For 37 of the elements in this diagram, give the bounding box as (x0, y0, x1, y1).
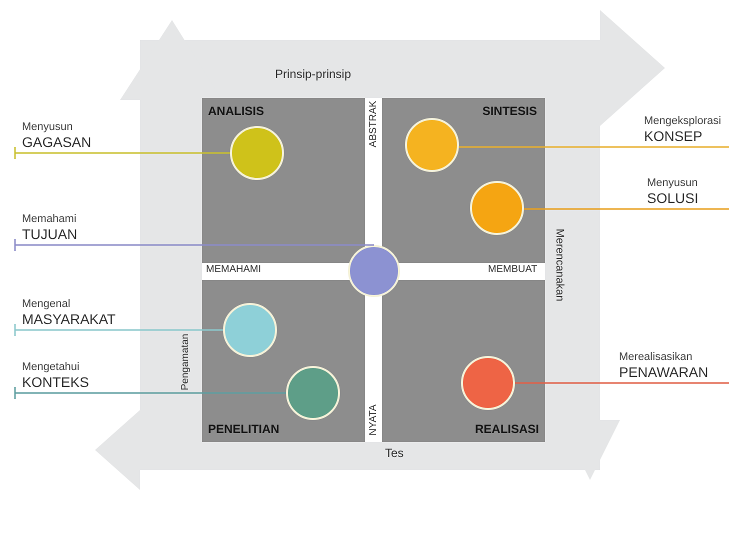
axis-label: Pengamatan (181, 334, 191, 390)
quadrant-title: SINTESIS (482, 103, 537, 120)
step-verb: Mengeksplorasi (644, 114, 722, 129)
step-title: GAGASAN (22, 135, 92, 150)
step-title: KONSEP (644, 129, 704, 144)
quadrant-panel (202, 280, 365, 442)
axis-label: Tes (385, 447, 404, 459)
quadrant-panel (382, 98, 545, 263)
quadrant-title: PENELITIAN (208, 421, 280, 438)
step-title: TUJUAN (22, 227, 78, 242)
leader-line (524, 208, 729, 210)
quadrant-title: REALISASI (474, 421, 539, 438)
axis-label: ABSTRAK (369, 100, 379, 148)
step-verb: Memahami (22, 212, 78, 227)
step-title: MASYARAKAT (22, 312, 117, 327)
step-title: SOLUSI (647, 191, 700, 206)
leader-line (515, 382, 729, 384)
quadrant-panel (202, 98, 365, 263)
leader-line (14, 386, 286, 400)
axis-label: Merencanakan (554, 228, 564, 302)
axis-label: Prinsip-prinsip (275, 68, 352, 80)
leader-line (458, 146, 729, 148)
leader-line (14, 146, 230, 160)
step-verb: Mengenal (22, 297, 72, 312)
axis-label: MEMBUAT (488, 265, 538, 275)
axis-label: MEMAHAMI (206, 265, 261, 275)
step-verb: Merealisasikan (619, 350, 694, 365)
step-title: PENAWARAN (619, 365, 710, 380)
axis-label: NYATA (369, 404, 379, 436)
quadrant-title: ANALISIS (208, 103, 264, 120)
leader-line (14, 323, 223, 337)
leader-line (14, 238, 374, 252)
step-verb: Menyusun (22, 120, 74, 135)
step-verb: Mengetahui (22, 360, 80, 375)
step-title: KONTEKS (22, 375, 90, 390)
step-verb: Menyusun (647, 176, 699, 191)
quadrant-panel (382, 280, 545, 442)
